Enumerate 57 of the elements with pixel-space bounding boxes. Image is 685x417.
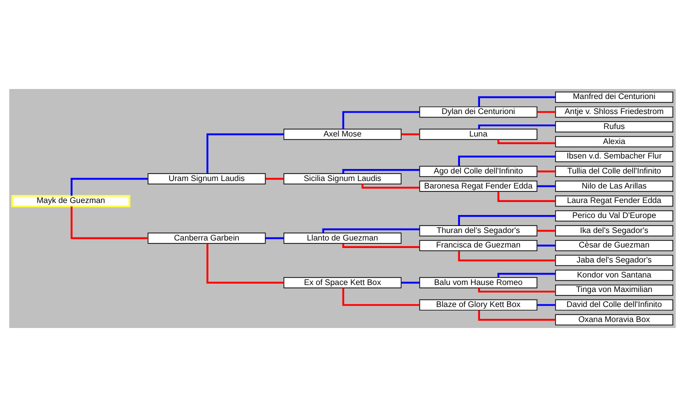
connector [362,184,420,189]
node-box: Thuran del's Segador's [419,225,538,236]
connector [265,178,284,180]
node-box: Jaba del's Segador's [555,254,674,266]
node-box: Luna [419,128,538,140]
node-box: Alexia [555,136,674,148]
connector [497,140,556,144]
connector [70,178,148,196]
node-box: Blaze of Glory Kett Box [419,299,538,311]
node-box: Rufus [555,121,674,132]
connector [537,185,556,188]
node-box: Perico du Val D'Europe [555,210,674,222]
node-box: Canberra Garbein [148,232,266,244]
connector [206,244,284,284]
connector [70,206,148,240]
node-box: Uram Signum Laudis [148,173,266,184]
node-box: Antje v. Shloss Friedestrom [555,106,674,118]
node-box: Cèsar de Guezman [555,240,674,252]
connector [537,111,556,113]
node-box: Balu vom Hause Romeo [419,277,538,288]
connector [537,304,556,306]
connector [458,215,556,226]
connector [537,170,556,172]
connector [206,133,284,174]
node-box: Llanto de Guezman [284,232,402,244]
connector [342,111,420,129]
node-box: Kondor von Santana [555,270,674,281]
connector [478,310,556,321]
node-box: Mayk de Guezman [11,194,130,208]
connector [342,288,420,306]
connector [537,230,556,232]
node-box: Manfred dei Centurioni [555,92,674,103]
node-box: David del Colle dell'Infinito [555,299,674,311]
node-box: Dylan dei Centurioni [419,106,538,118]
connector [458,250,556,262]
connector [497,272,556,278]
node-box: Ex of Space Kett Box [284,277,402,288]
connector [478,96,556,107]
connector [458,156,556,166]
connector [537,244,556,247]
connector [401,282,420,284]
node-box: Ika del's Segador's [555,225,674,236]
node-box: Ago del Colle dell'Infinito [419,166,538,177]
node-box: Francisca de Guezman [419,240,538,252]
connector [265,237,284,240]
node-box: Oxana Moravia Box [555,314,674,326]
connector [401,133,420,136]
node-box: Axel Mose [284,128,402,140]
node-box: Laura Regat Fender Edda [555,196,674,207]
node-box: Tullia del Colle dell'Infinito [555,166,674,177]
node-box: Baronesa Regat Fender Edda [419,180,538,192]
connector [342,243,420,248]
connector [497,192,556,202]
node-box: Sicilia Signum Laudis [284,173,402,184]
node-box: Nilo de Las Arillas [555,180,674,192]
node-box: Tinga von Maximilian [555,284,674,296]
node-box: Ibsen v.d. Sembacher Flur [555,150,674,162]
